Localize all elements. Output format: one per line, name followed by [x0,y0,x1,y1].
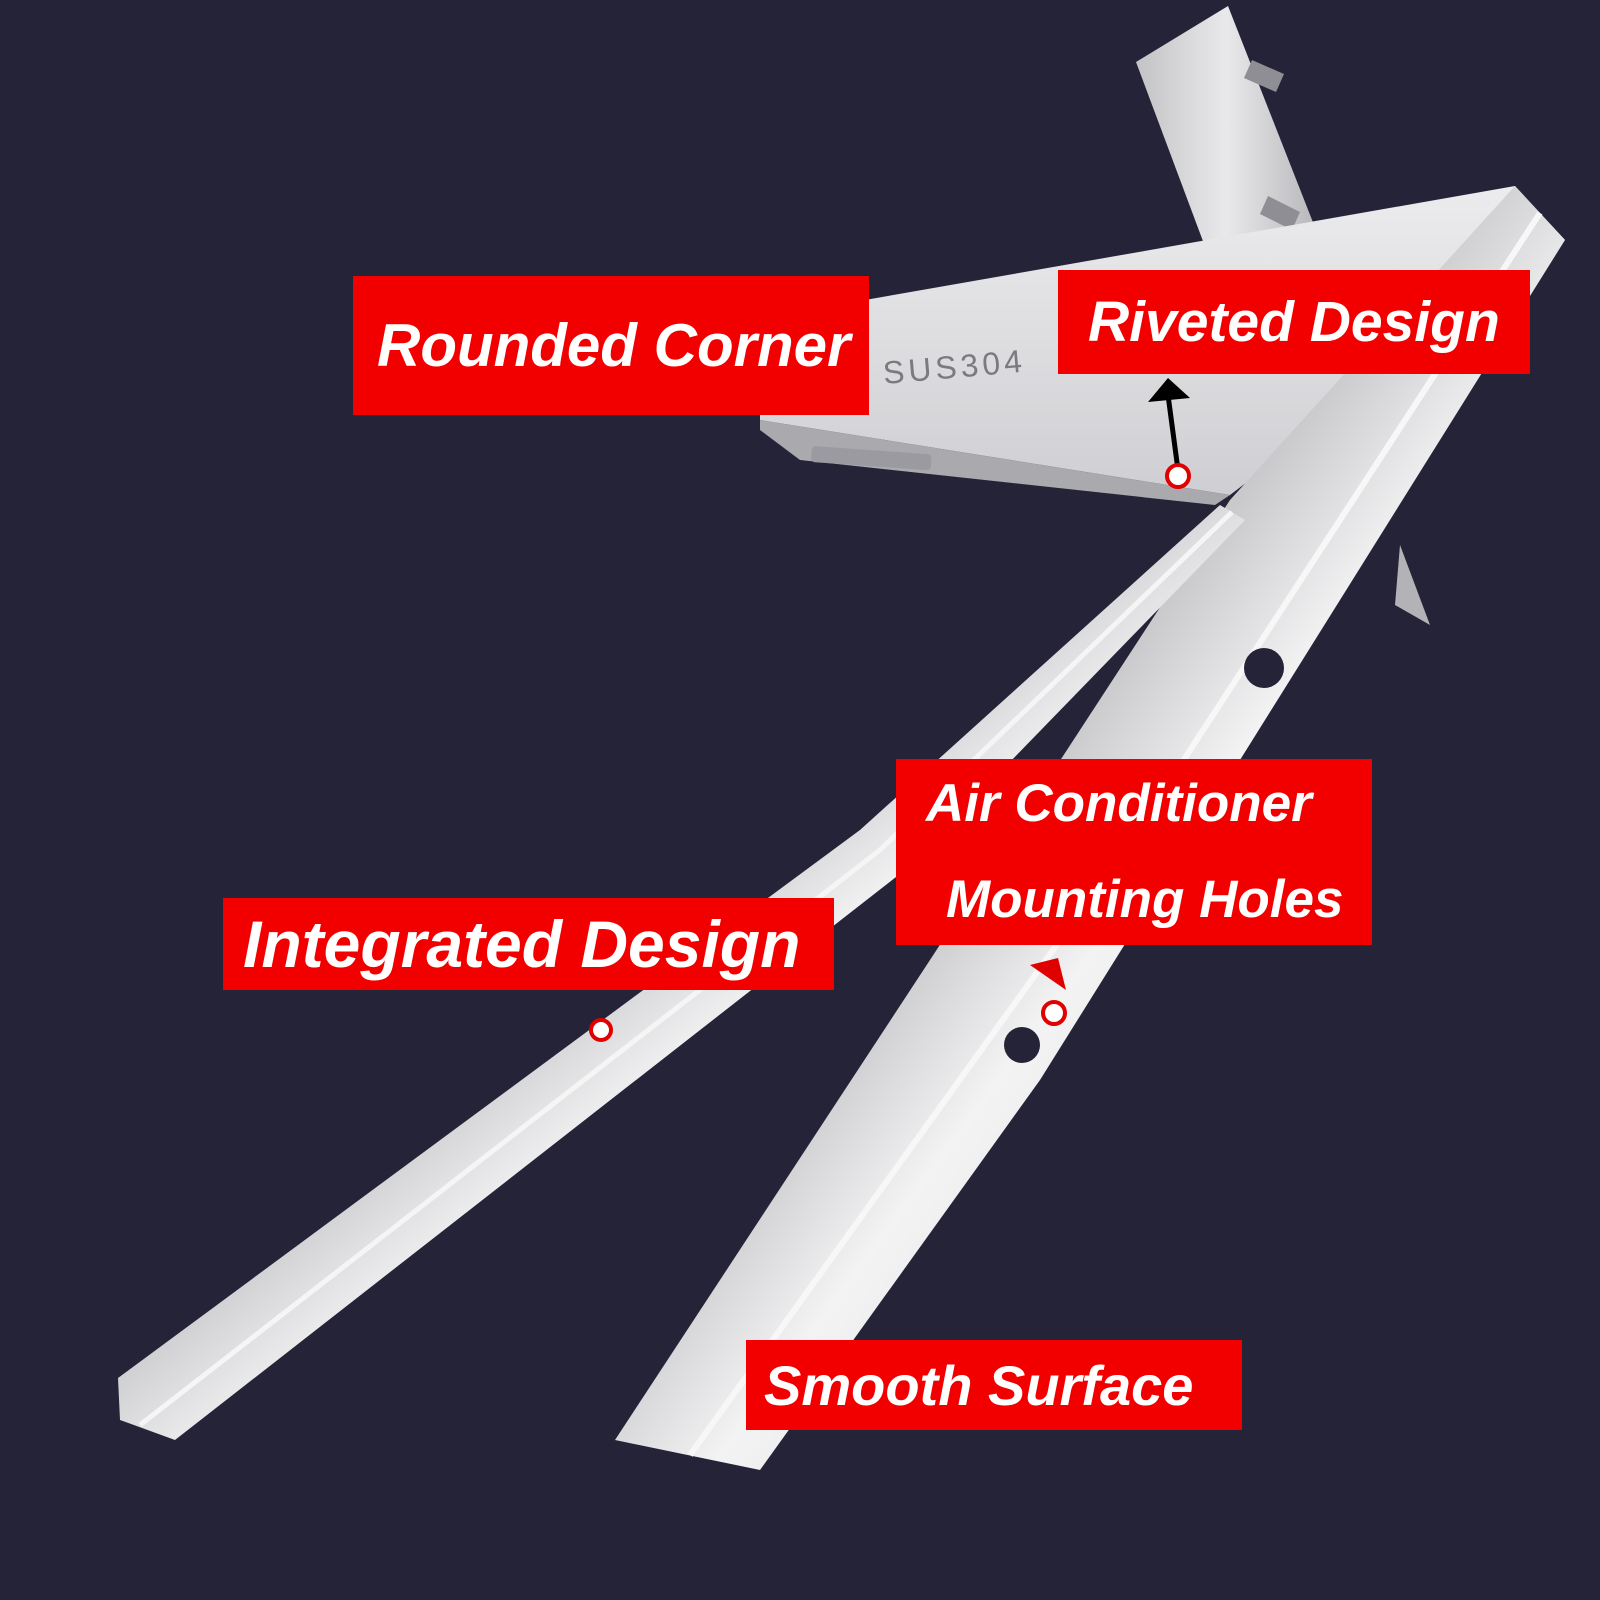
riveted-arrow-head [1148,378,1190,402]
horizontal-arm-edge [760,420,1230,505]
brace-crease [138,510,1234,1427]
smooth-surface-label: Smooth Surface [746,1340,1242,1430]
upper-vertical-arm [1136,6,1316,292]
riveted-design-label: Riveted Design [1058,270,1530,374]
riveted-arrow-line [1165,394,1181,471]
riveted-marker [1165,463,1191,489]
rail-hole [1004,1027,1040,1063]
integrated-design-label: Integrated Design [223,898,834,990]
support-fin [1395,545,1430,625]
integrated-marker [589,1018,613,1042]
upper-slot [1260,196,1300,230]
arm-slot [811,446,932,471]
upper-slot [1244,60,1284,92]
rounded-corner-label: Rounded Corner [353,276,869,415]
mounting-pointer [1030,958,1066,990]
mounting-holes-label: Air Conditioner Mounting Holes [896,759,1372,945]
mounting-marker [1041,1000,1067,1026]
rail-hole [1244,648,1284,688]
